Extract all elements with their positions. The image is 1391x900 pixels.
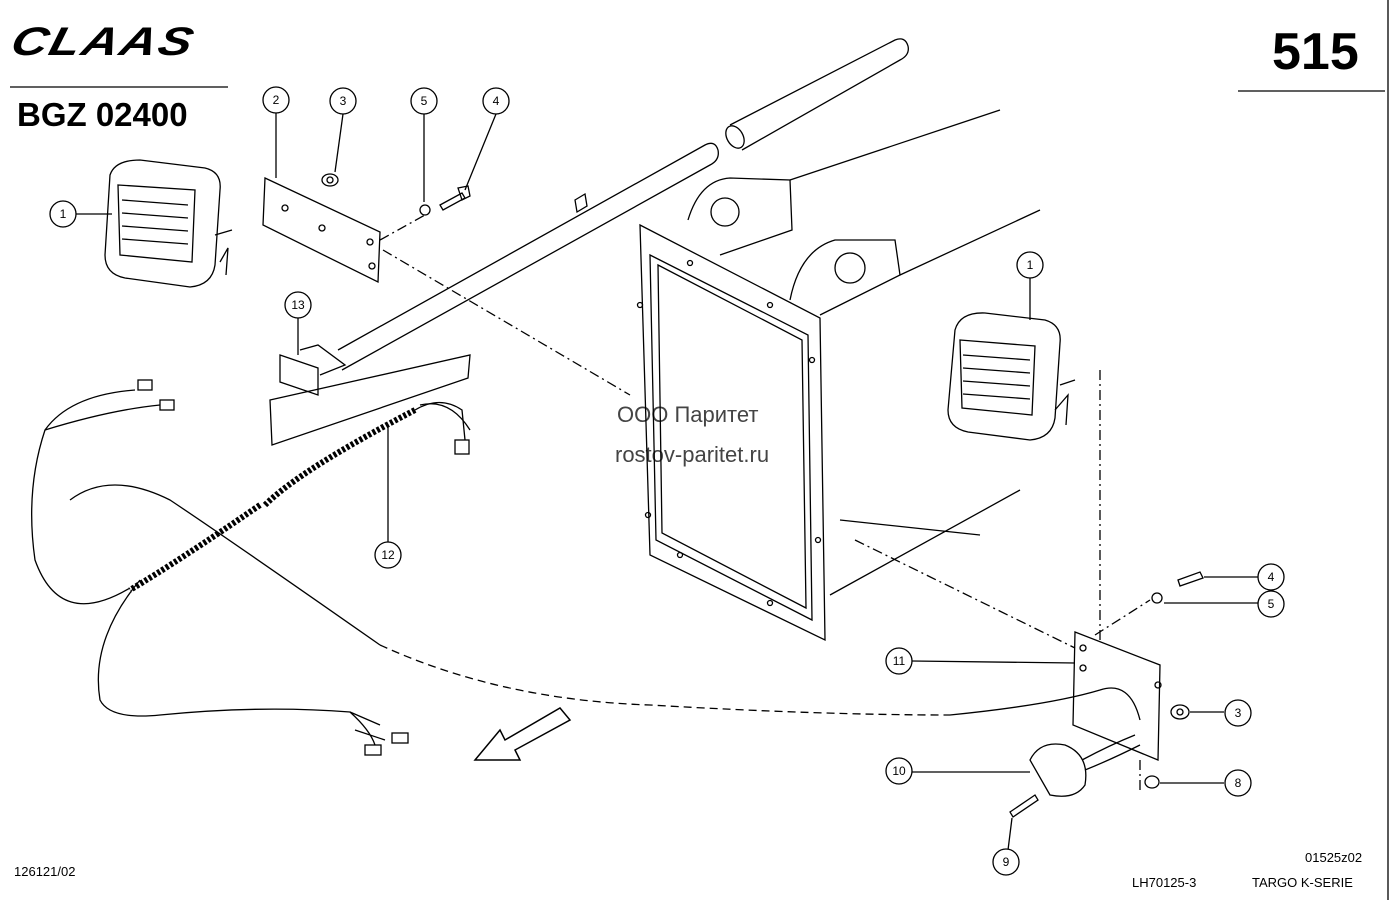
footer-series: TARGO K-SERIE	[1252, 875, 1353, 890]
svg-text:3: 3	[1235, 706, 1242, 720]
pipe-lower	[337, 142, 719, 371]
callout-1-right: 1	[1016, 251, 1044, 279]
callout-3-left: 3	[329, 87, 357, 115]
svg-text:1: 1	[1027, 258, 1034, 272]
hardware-left	[321, 173, 471, 216]
page-number: 515	[1272, 23, 1359, 81]
callout-4-left: 4	[482, 87, 510, 115]
callout-1-left: 1	[49, 200, 77, 228]
rear-frame	[636, 109, 1041, 642]
callout-2: 2	[262, 86, 290, 114]
svg-text:10: 10	[892, 764, 906, 778]
pipe-upper	[725, 38, 909, 151]
wiring-harness	[31, 379, 1141, 756]
svg-text:1: 1	[60, 207, 67, 221]
callout-leaders	[76, 112, 1258, 851]
callout-11: 11	[885, 647, 913, 675]
callout-13: 13	[284, 291, 312, 319]
callout-10: 10	[885, 757, 913, 785]
svg-text:5: 5	[421, 94, 428, 108]
footer-center-code: LH70125-3	[1132, 875, 1197, 890]
svg-text:4: 4	[493, 94, 500, 108]
svg-text:3: 3	[340, 94, 347, 108]
socket-10	[1029, 734, 1141, 797]
svg-text:12: 12	[381, 548, 395, 562]
callout-5-right: 5	[1257, 590, 1285, 618]
work-lamp-left	[104, 159, 233, 288]
svg-text:5: 5	[1268, 597, 1275, 611]
watermark-company: ООО Паритет	[617, 402, 759, 427]
footer-left-code: 126121/02	[14, 864, 76, 879]
svg-text:11: 11	[893, 654, 906, 668]
bracket-13	[269, 344, 471, 446]
watermark-url: rostov-paritet.ru	[615, 442, 770, 467]
callout-8: 8	[1224, 769, 1252, 797]
svg-text:2: 2	[273, 93, 280, 107]
direction-arrow	[473, 707, 572, 761]
bracket-plate-left	[262, 176, 381, 284]
work-lamp-right	[947, 312, 1076, 441]
svg-text:4: 4	[1268, 570, 1275, 584]
callout-9: 9	[992, 848, 1020, 876]
callout-5-left: 5	[410, 87, 438, 115]
svg-text:8: 8	[1235, 776, 1242, 790]
callout-3-right: 3	[1224, 699, 1252, 727]
bracket-plate-right	[1072, 631, 1162, 761]
svg-text:9: 9	[1003, 855, 1010, 869]
assembly-code: BGZ 02400	[17, 96, 188, 133]
callout-4-right: 4	[1257, 563, 1285, 591]
callout-12: 12	[374, 541, 402, 569]
footer-drawing-code: 01525z02	[1305, 850, 1363, 865]
hardware-right	[1009, 571, 1204, 818]
leader-lines	[379, 214, 1151, 790]
svg-text:13: 13	[291, 298, 305, 312]
